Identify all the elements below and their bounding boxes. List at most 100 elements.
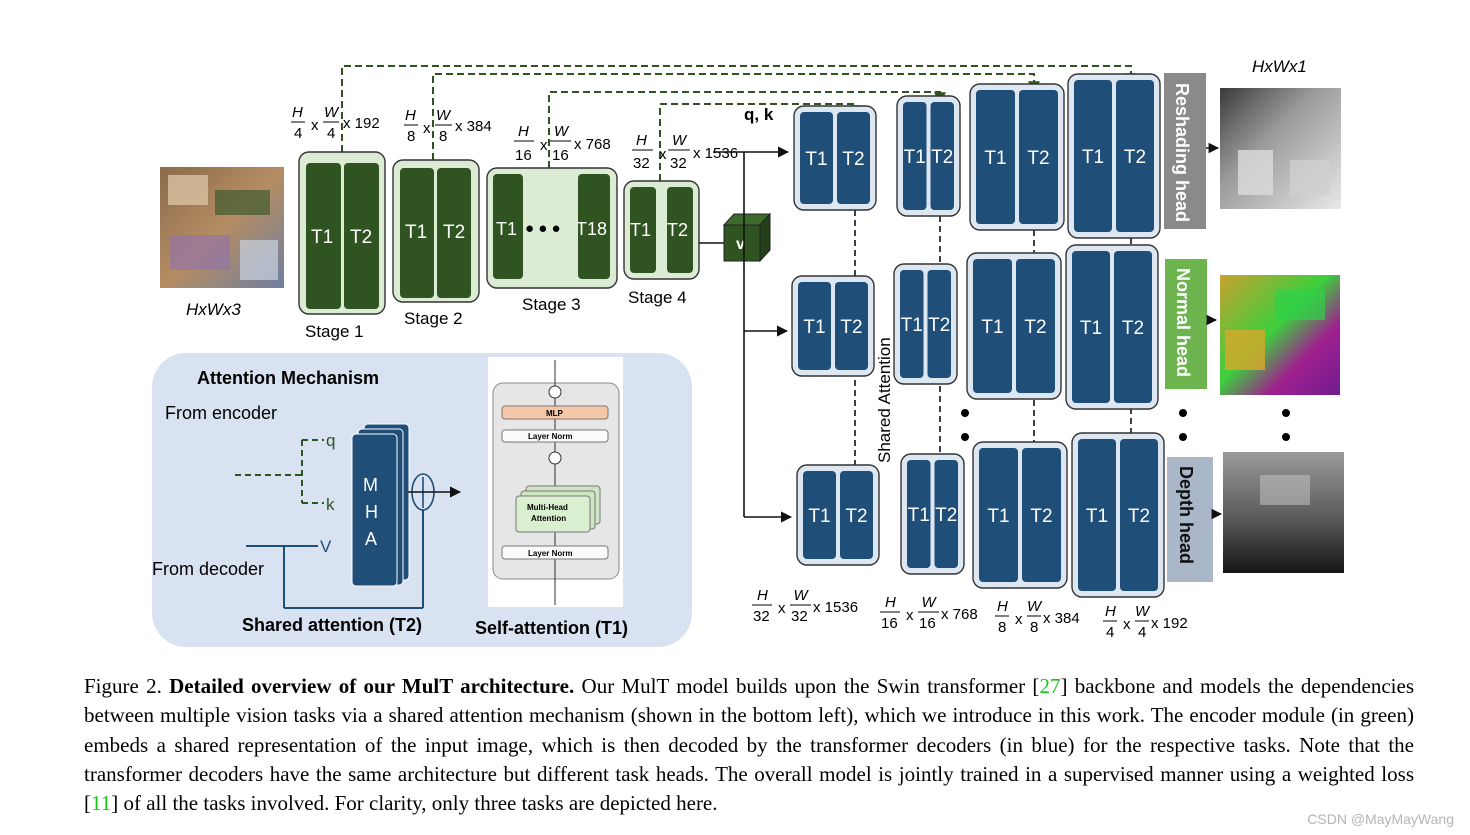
decoder-input-lines <box>246 510 424 609</box>
self-attention-caption: Self-attention (T1) <box>475 618 628 638</box>
stage-3-label: Stage 3 <box>522 295 581 314</box>
mha-box-line1: Multi-Head <box>527 503 568 512</box>
decoder-transformer-block <box>979 448 1018 582</box>
watermark: CSDN @MayMayWang <box>1307 811 1454 827</box>
block-label: T1 <box>405 222 427 243</box>
v-input-label: V <box>320 537 332 556</box>
dim-c: x 768 <box>574 136 611 153</box>
add-node <box>408 473 462 511</box>
block-label: T1 <box>987 506 1009 527</box>
dims-stage-3: H 16 x W 16 x 768 <box>514 123 611 164</box>
dim-hd: 16 <box>515 147 532 164</box>
dim-h: H <box>636 132 647 149</box>
mlp-label: MLP <box>546 409 564 418</box>
block-label: T1 <box>496 219 517 239</box>
block-label: T2 <box>1124 147 1146 168</box>
block-label: T1 <box>805 149 827 170</box>
normal-head-label: Normal head <box>1173 268 1193 377</box>
input-size-label: HxWx3 <box>186 300 241 319</box>
citation-link[interactable]: 27 <box>1039 674 1061 698</box>
dim-wd: 32 <box>670 155 687 172</box>
times-sign: x <box>778 600 786 617</box>
dims-stage-1: H 4 x W 4 x 192 <box>291 104 380 142</box>
decoder-transformer-block <box>1116 80 1154 232</box>
dim-w: W <box>324 104 340 121</box>
block-label: T2 <box>1128 506 1150 527</box>
block-label: T1 <box>1080 318 1102 339</box>
stage-2-label: Stage 2 <box>404 309 463 328</box>
dim-c: x 768 <box>941 606 978 623</box>
caption-part2: ] backbone and models the dependencies b… <box>84 674 1414 816</box>
self-attention-diagram: MLP Layer Norm Multi-Head Attention Laye… <box>488 357 623 607</box>
mha-box-line2: Attention <box>531 514 566 523</box>
trunk-arrows <box>713 146 793 523</box>
stage-1-label: Stage 1 <box>305 322 364 341</box>
dim-h: H <box>405 107 416 124</box>
block-label: T2 <box>928 315 950 336</box>
caption-part3: ] of all the tasks involved. For clarity… <box>111 791 718 816</box>
decoder-transformer-block <box>1022 448 1061 582</box>
encoder-stage-4: T1 T2 <box>623 180 700 280</box>
layer-norm-label: Layer Norm <box>528 432 572 441</box>
dim-w: W <box>436 107 452 124</box>
depth-head: Depth head <box>1167 457 1213 582</box>
times-sign: x <box>1015 611 1023 628</box>
dim-wd: 8 <box>1030 619 1038 636</box>
k-label: k <box>326 495 335 514</box>
block-label: T1 <box>1082 147 1104 168</box>
reshading-output-image <box>1220 88 1341 209</box>
dim-w: W <box>672 132 688 149</box>
reshading-head-label: Reshading head <box>1172 83 1192 222</box>
dim-h: H <box>1105 603 1116 620</box>
citation-link[interactable]: 11 <box>91 791 112 816</box>
dim-h: H <box>518 123 529 140</box>
block-label: T1 <box>904 147 926 168</box>
block-label: T2 <box>443 222 465 243</box>
decoder-transformer-block <box>835 282 868 370</box>
decoder-transformer-block <box>1074 80 1112 232</box>
dim-w: W <box>1027 598 1043 615</box>
architecture-figure: HxWx3 T1 T2 T1 T2 T1 T18 ● ● ● T1 T2 Sta <box>152 57 1344 647</box>
decoder-transformer-block <box>1120 439 1158 591</box>
caption-lead: Detailed overview of our MulT architectu… <box>169 674 575 698</box>
dim-hd: 32 <box>633 155 650 172</box>
dim-wd: 16 <box>552 147 569 164</box>
block-label: T2 <box>1030 506 1052 527</box>
dim-hd: 8 <box>998 619 1006 636</box>
dim-wd: 8 <box>439 128 447 145</box>
dim-w: W <box>1135 603 1151 620</box>
block-label: T2 <box>845 506 867 527</box>
decoder-transformer-block <box>837 112 870 204</box>
decoder-transformer-block <box>798 282 831 370</box>
dim-c: x 1536 <box>693 145 738 162</box>
dims-stage-2: H 8 x W 8 x 384 <box>404 107 492 145</box>
block-label: T2 <box>842 149 864 170</box>
decoder-transformer-block <box>907 460 931 568</box>
continuation-dots <box>961 409 1290 441</box>
dim-w: W <box>922 594 938 611</box>
block-label: T1 <box>808 506 830 527</box>
dim-hd: 32 <box>753 608 770 625</box>
query-key-label: q, k <box>744 105 774 124</box>
dim-c: x 1536 <box>813 599 858 616</box>
dim-hd: 4 <box>1106 624 1114 641</box>
block-label: T1 <box>908 505 930 526</box>
block-label: T1 <box>984 148 1006 169</box>
decoder-transformer-block <box>1078 439 1116 591</box>
decoder-transformer-block <box>930 102 954 210</box>
decoder-transformer-block <box>973 259 1012 393</box>
mha-letter: A <box>365 529 377 549</box>
decoder-transformer-block <box>800 112 833 204</box>
attention-title: Attention Mechanism <box>197 368 379 388</box>
dim-c: x 384 <box>455 118 492 135</box>
block-label: T2 <box>350 227 372 248</box>
times-sign: x <box>1123 616 1131 633</box>
dim-wd: 4 <box>1138 624 1146 641</box>
decoder-transformer-block <box>1114 251 1152 403</box>
stage-4-label: Stage 4 <box>628 288 687 307</box>
decoder-transformer-block <box>840 471 873 559</box>
block-label: T2 <box>935 505 957 526</box>
times-sign: x <box>906 607 914 624</box>
dim-hd: 4 <box>294 125 302 142</box>
